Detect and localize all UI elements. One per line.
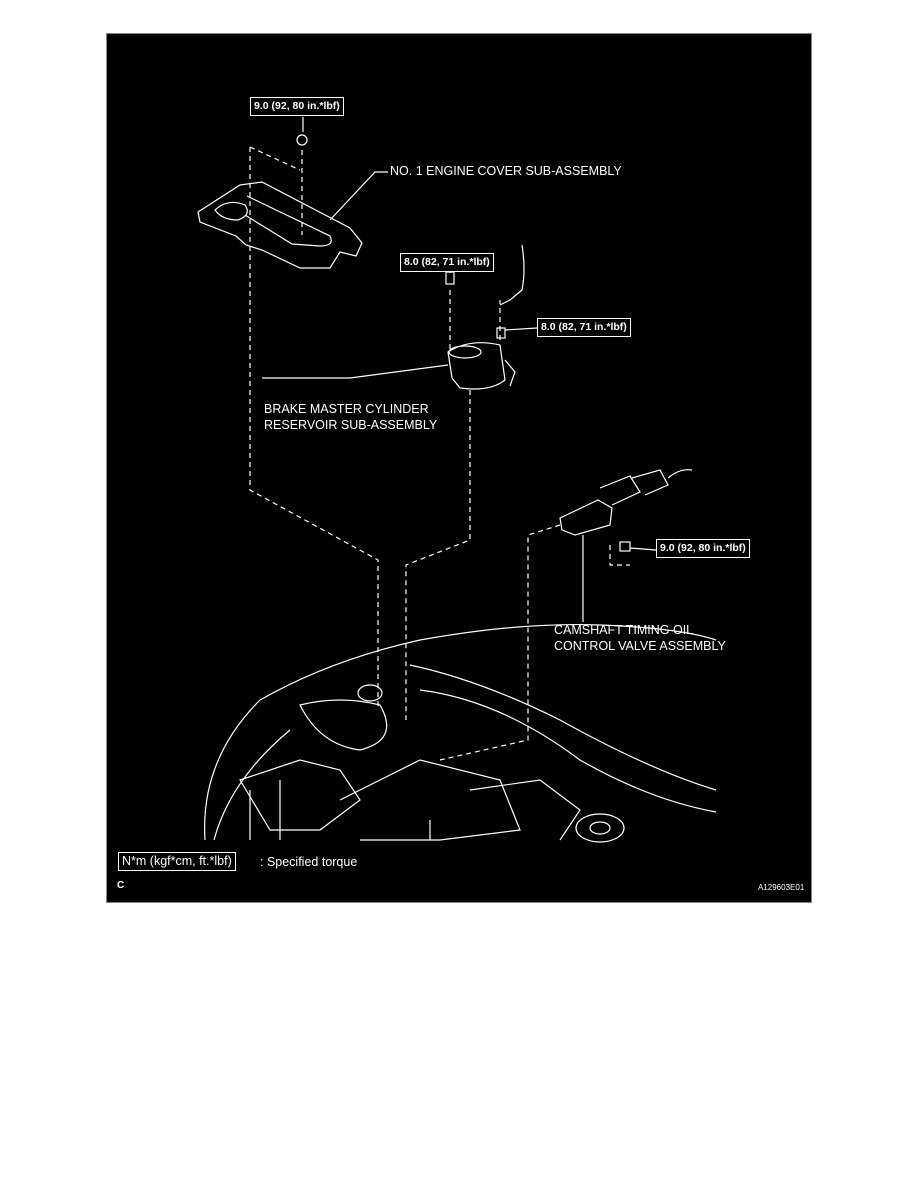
legend-description: : Specified torque [260,855,358,869]
leader-lines [262,117,657,622]
engine-cover-drawing [197,134,363,269]
legend-unit-box: N*m (kgf*cm, ft.*lbf) [118,852,236,871]
torque-label-reservoir-bolt-side: 8.0 (82, 71 in.*lbf) [537,318,631,337]
diagram-frame [106,33,812,903]
torque-label-engine-cover-nut: 9.0 (92, 80 in.*lbf) [250,97,344,116]
label-valve-line1: CAMSHAFT TIMING OIL [554,623,694,637]
label-reservoir-line2: RESERVOIR SUB-ASSEMBLY [264,418,438,432]
assembly-guide-lines [249,146,630,761]
corner-letter: C [117,880,125,891]
figure-id: A129603E01 [758,883,805,892]
label-engine-cover: NO. 1 ENGINE COVER SUB-ASSEMBLY [390,164,622,178]
torque-label-valve-bolt: 9.0 (92, 80 in.*lbf) [656,539,750,558]
engine-bay-drawing [204,623,717,843]
torque-label-reservoir-bolt-top: 8.0 (82, 71 in.*lbf) [400,253,494,272]
label-reservoir-line1: BRAKE MASTER CYLINDER [264,402,429,416]
label-valve-line2: CONTROL VALVE ASSEMBLY [554,639,726,653]
oil-control-valve-drawing [559,469,693,552]
